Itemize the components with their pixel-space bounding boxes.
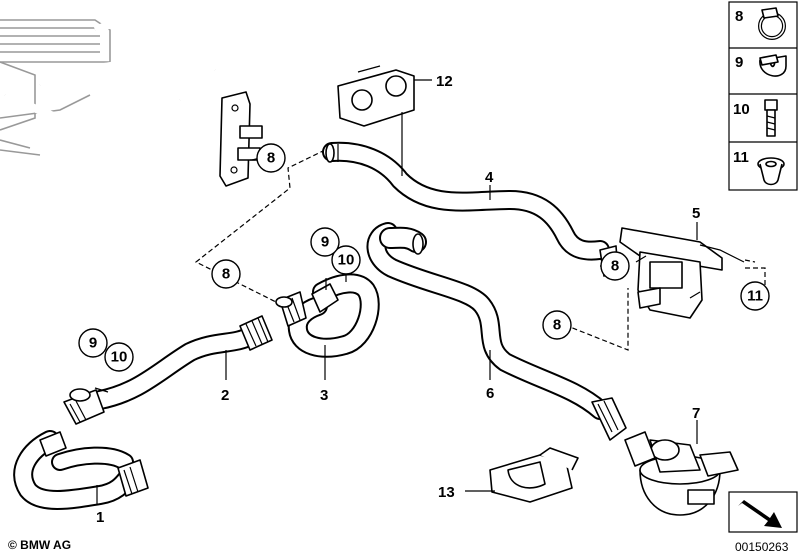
svg-text:11: 11 <box>747 288 763 305</box>
svg-text:8: 8 <box>222 266 230 283</box>
bracket-part-12 <box>337 65 415 127</box>
label-part-2: 2 <box>221 387 229 404</box>
legend-item-grommet: 11 <box>733 149 785 186</box>
circle-callout-8-left: 8 <box>211 259 241 289</box>
svg-text:8: 8 <box>553 317 561 334</box>
svg-text:8: 8 <box>267 150 275 167</box>
direction-arrow-icon <box>728 491 798 533</box>
circle-callout-9-upper: 10 9 <box>310 227 361 275</box>
copyright-text: © BMW AG <box>8 538 72 552</box>
svg-text:10: 10 <box>111 349 128 366</box>
circle-callout-8-middle: 8 <box>542 310 572 340</box>
document-number: 00150263 <box>735 540 789 554</box>
circle-callout-8-right: 8 <box>600 251 630 281</box>
pump-part-7 <box>624 431 739 516</box>
svg-text:9: 9 <box>89 335 97 352</box>
leader-lines <box>94 79 698 505</box>
circle-callout-11: 11 <box>740 281 770 311</box>
svg-text:10: 10 <box>338 252 355 269</box>
hose-part-4 <box>322 141 610 261</box>
hose-part-1 <box>13 430 149 510</box>
valve-part-5 <box>599 227 745 319</box>
legend-item-clamp: 8 <box>735 7 786 40</box>
hose-part-3 <box>275 273 380 358</box>
label-part-4: 4 <box>485 169 494 186</box>
legend: 8 9 10 11 <box>728 1 798 191</box>
svg-text:9: 9 <box>321 234 329 251</box>
svg-text:10: 10 <box>733 101 750 118</box>
flange-plate <box>219 91 263 187</box>
hose-part-6 <box>366 222 627 441</box>
label-part-5: 5 <box>692 205 700 222</box>
legend-item-holder: 9 <box>735 54 787 77</box>
circle-callout-9-lower: 10 9 <box>78 328 134 372</box>
label-part-7: 7 <box>692 405 700 422</box>
label-part-13: 13 <box>438 484 455 501</box>
hose-part-2 <box>63 315 273 425</box>
label-part-6: 6 <box>486 385 494 402</box>
svg-text:8: 8 <box>735 8 743 25</box>
label-part-1: 1 <box>96 509 104 526</box>
bracket-part-13 <box>489 447 579 503</box>
heater-core-ghost <box>0 9 226 169</box>
label-part-12: 12 <box>436 73 453 90</box>
circle-callout-8-top: 8 <box>256 143 286 173</box>
svg-text:9: 9 <box>735 54 743 71</box>
svg-text:8: 8 <box>611 258 619 275</box>
svg-text:11: 11 <box>733 149 749 166</box>
legend-item-bolt: 10 <box>733 99 778 137</box>
label-part-3: 3 <box>320 387 328 404</box>
